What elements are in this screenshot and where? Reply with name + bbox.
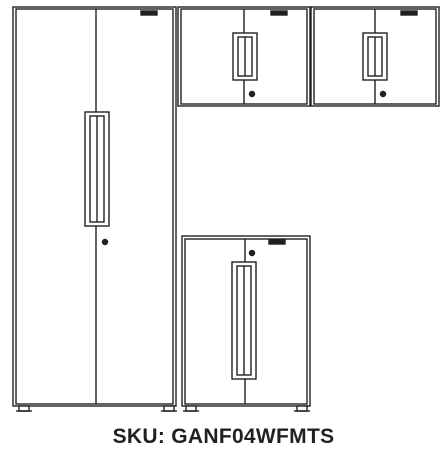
tall-cabinet-lock[interactable] — [101, 238, 109, 246]
base-cabinet-leveling-feet — [183, 405, 310, 412]
tall-cabinet-logo-badge — [140, 10, 158, 16]
wall-cabinet-left-handle[interactable] — [232, 32, 258, 81]
wall-cabinet-left-lock[interactable] — [248, 90, 256, 98]
wall-cabinet-right-logo-badge — [400, 10, 418, 16]
base-cabinet-handle[interactable] — [231, 261, 257, 380]
wall-cabinet-right — [310, 6, 440, 107]
tall-cabinet-handle[interactable] — [84, 111, 110, 227]
wall-cabinet-right-handle[interactable] — [362, 32, 388, 81]
wall-cabinet-right-lock[interactable] — [379, 90, 387, 98]
tall-cabinet-leveling-feet — [16, 405, 177, 412]
base-cabinet — [181, 235, 311, 412]
tall-locker-cabinet — [12, 6, 177, 412]
wall-cabinet-left-logo-badge — [270, 10, 288, 16]
wall-cabinet-left — [177, 6, 311, 107]
base-cabinet-lock[interactable] — [248, 249, 256, 257]
sku-caption: SKU: GANF04WFMTS — [112, 425, 335, 448]
base-cabinet-logo-badge — [268, 239, 286, 245]
